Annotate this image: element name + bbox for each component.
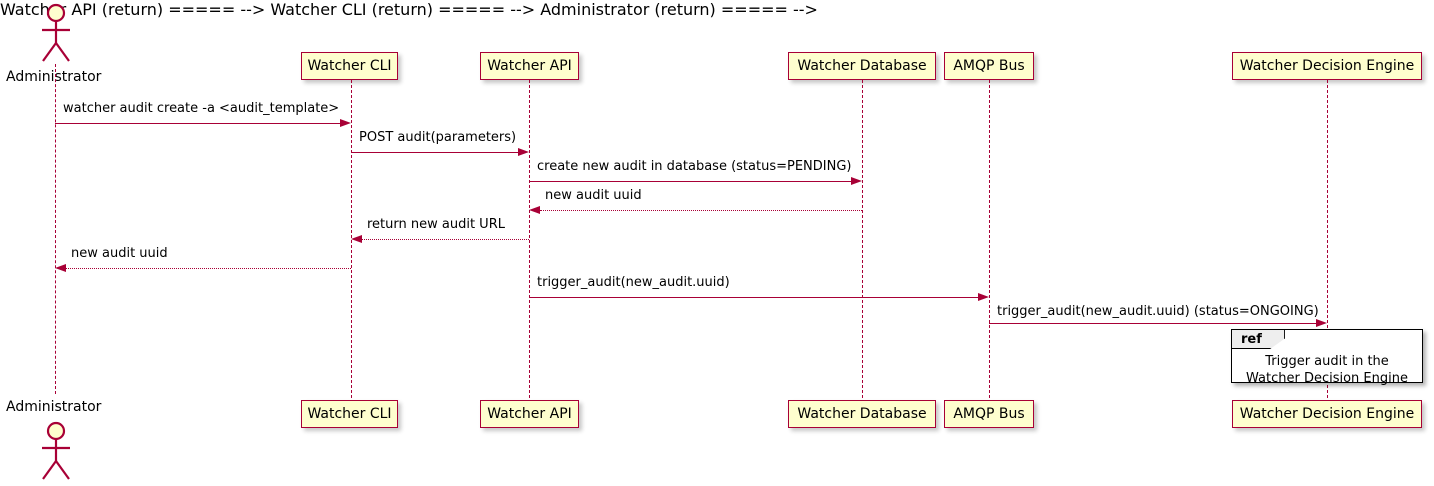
lifeline-watcher-api (529, 80, 530, 398)
participant-label: AMQP Bus (953, 58, 1025, 74)
lifeline-watcher-database (862, 80, 863, 398)
ref-fragment-line-1: Trigger audit in the (1265, 354, 1389, 369)
ref-fragment: ref Trigger audit in the Watcher Decisio… (1231, 329, 1423, 386)
participant-label: Watcher Database (797, 58, 927, 74)
message-label-m4: new audit uuid (545, 188, 642, 203)
message-line-m7 (529, 297, 978, 298)
actor-label-administrator-bottom: Administrator (6, 399, 102, 415)
participant-box-watcher-database-bottom[interactable]: Watcher Database (788, 400, 936, 428)
message-label-m6: new audit uuid (71, 246, 168, 261)
message-label-m2: POST audit(parameters) (359, 130, 517, 145)
lifeline-amqp-bus (989, 80, 990, 398)
arrow-head-m3 (851, 176, 862, 185)
message-line-m4 (540, 210, 862, 211)
participant-label: Watcher API (487, 406, 572, 422)
ref-fragment-line-2: Watcher Decision Engine (1246, 371, 1408, 386)
ref-fragment-tab-label: ref (1241, 331, 1262, 347)
participant-label: Watcher Decision Engine (1239, 406, 1415, 422)
participant-box-watcher-decision-engine-bottom[interactable]: Watcher Decision Engine (1232, 400, 1422, 428)
participant-label: Watcher Database (797, 406, 927, 422)
participant-label: Watcher API (487, 58, 572, 74)
message-line-m2 (351, 152, 518, 153)
participant-box-watcher-decision-engine-top[interactable]: Watcher Decision Engine (1232, 52, 1422, 80)
actor-label-administrator-top: Administrator (6, 69, 102, 85)
arrow-head-m2 (518, 147, 529, 156)
participant-box-watcher-database-top[interactable]: Watcher Database (788, 52, 936, 80)
participant-label: Watcher Decision Engine (1239, 58, 1415, 74)
participant-box-watcher-cli-top[interactable]: Watcher CLI (301, 52, 398, 80)
participant-box-amqp-bus-top[interactable]: AMQP Bus (944, 52, 1034, 80)
message-line-m5 (362, 239, 529, 240)
message-line-m1 (55, 123, 340, 124)
ref-fragment-body: Trigger audit in the Watcher Decision En… (1232, 351, 1422, 387)
lifeline-administrator (55, 64, 56, 394)
participant-label: AMQP Bus (953, 406, 1025, 422)
message-label-m1: watcher audit create -a <audit_template> (63, 101, 340, 116)
message-line-m6 (66, 268, 351, 269)
actor-icon-administrator-bottom (33, 420, 79, 486)
participant-box-amqp-bus-bottom[interactable]: AMQP Bus (944, 400, 1034, 428)
participant-box-watcher-cli-bottom[interactable]: Watcher CLI (301, 400, 398, 428)
message-label-m3: create new audit in database (status=PEN… (537, 159, 852, 174)
arrow-head-m8 (1316, 318, 1327, 327)
participant-box-watcher-api-bottom[interactable]: Watcher API (480, 400, 579, 428)
participant-label: Watcher CLI (307, 58, 392, 74)
arrow-head-m7 (978, 292, 989, 301)
arrow-head-m4 (529, 205, 540, 214)
arrow-head-m1 (340, 118, 351, 127)
message-line-m8 (989, 323, 1316, 324)
participant-box-watcher-api-top[interactable]: Watcher API (480, 52, 579, 80)
lifeline-decision-engine (1327, 80, 1328, 398)
arrow-head-m5 (351, 234, 362, 243)
message-label-m8: trigger_audit(new_audit.uuid) (status=ON… (997, 304, 1319, 319)
message-label-m7: trigger_audit(new_audit.uuid) (537, 275, 730, 290)
message-label-m5: return new audit URL (367, 217, 505, 232)
message-line-m3 (529, 181, 851, 182)
arrow-head-m6 (55, 263, 66, 272)
ref-fragment-tab: ref (1232, 330, 1285, 349)
actor-icon-administrator-top (33, 3, 79, 67)
participant-label: Watcher CLI (307, 406, 392, 422)
